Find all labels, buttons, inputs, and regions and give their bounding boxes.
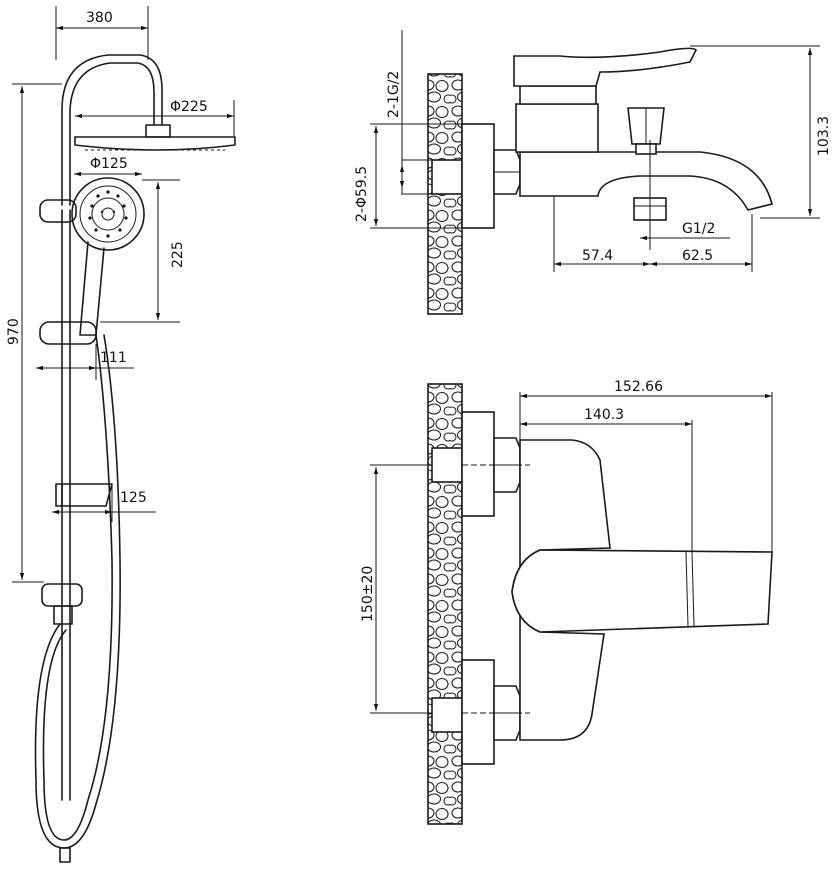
label-top-width: 380 [86, 10, 113, 26]
faucet-top-view [427, 383, 773, 825]
rain-shower-head [74, 136, 236, 151]
handle-top [511, 549, 773, 633]
label-outlet-thread: G1/2 [682, 221, 715, 237]
faucet-body [519, 151, 773, 211]
label-hand-offset: 225 [170, 241, 186, 268]
label-shelf-offset: 125 [120, 490, 147, 506]
upper-bracket [39, 199, 77, 223]
slider-bracket [39, 321, 97, 345]
label-spout-reach: 62.5 [682, 248, 713, 264]
nozzle-dots [88, 190, 128, 238]
label-escutcheon-diameter: 2-Φ59.5 [354, 166, 370, 222]
shower-hose [34, 334, 121, 849]
shower-arm [61, 54, 163, 206]
label-faucet-height: 103.3 [816, 116, 832, 156]
shower-system [34, 54, 236, 863]
faucet-side-view [427, 47, 773, 315]
label-body-depth: 57.4 [582, 248, 613, 264]
side-view-dimensions [370, 30, 820, 272]
label-total-height: 970 [6, 318, 22, 345]
label-slider-offset: 111 [100, 350, 127, 366]
label-handle-length: 140.3 [584, 407, 624, 423]
riser-pipe [61, 209, 71, 801]
escutcheon [461, 123, 495, 229]
head-connector [145, 124, 171, 138]
top-view-dimensions [370, 392, 773, 714]
label-head-diameter: Φ225 [170, 99, 208, 115]
left-dimensions [12, 6, 235, 583]
handle-lever [513, 47, 697, 87]
label-overall-length: 152.66 [614, 379, 663, 395]
label-center-distance: 150±20 [360, 566, 376, 622]
inlet-fitting [431, 159, 463, 195]
soap-shelf [55, 483, 113, 507]
hand-shower [71, 177, 145, 336]
label-hand-diameter: Φ125 [90, 156, 128, 172]
dimension-labels: 380 Φ225 Φ125 225 970 111 125 2-1G/2 2-Φ… [6, 10, 832, 622]
label-inlet-thread: 2-1G/2 [386, 71, 402, 118]
